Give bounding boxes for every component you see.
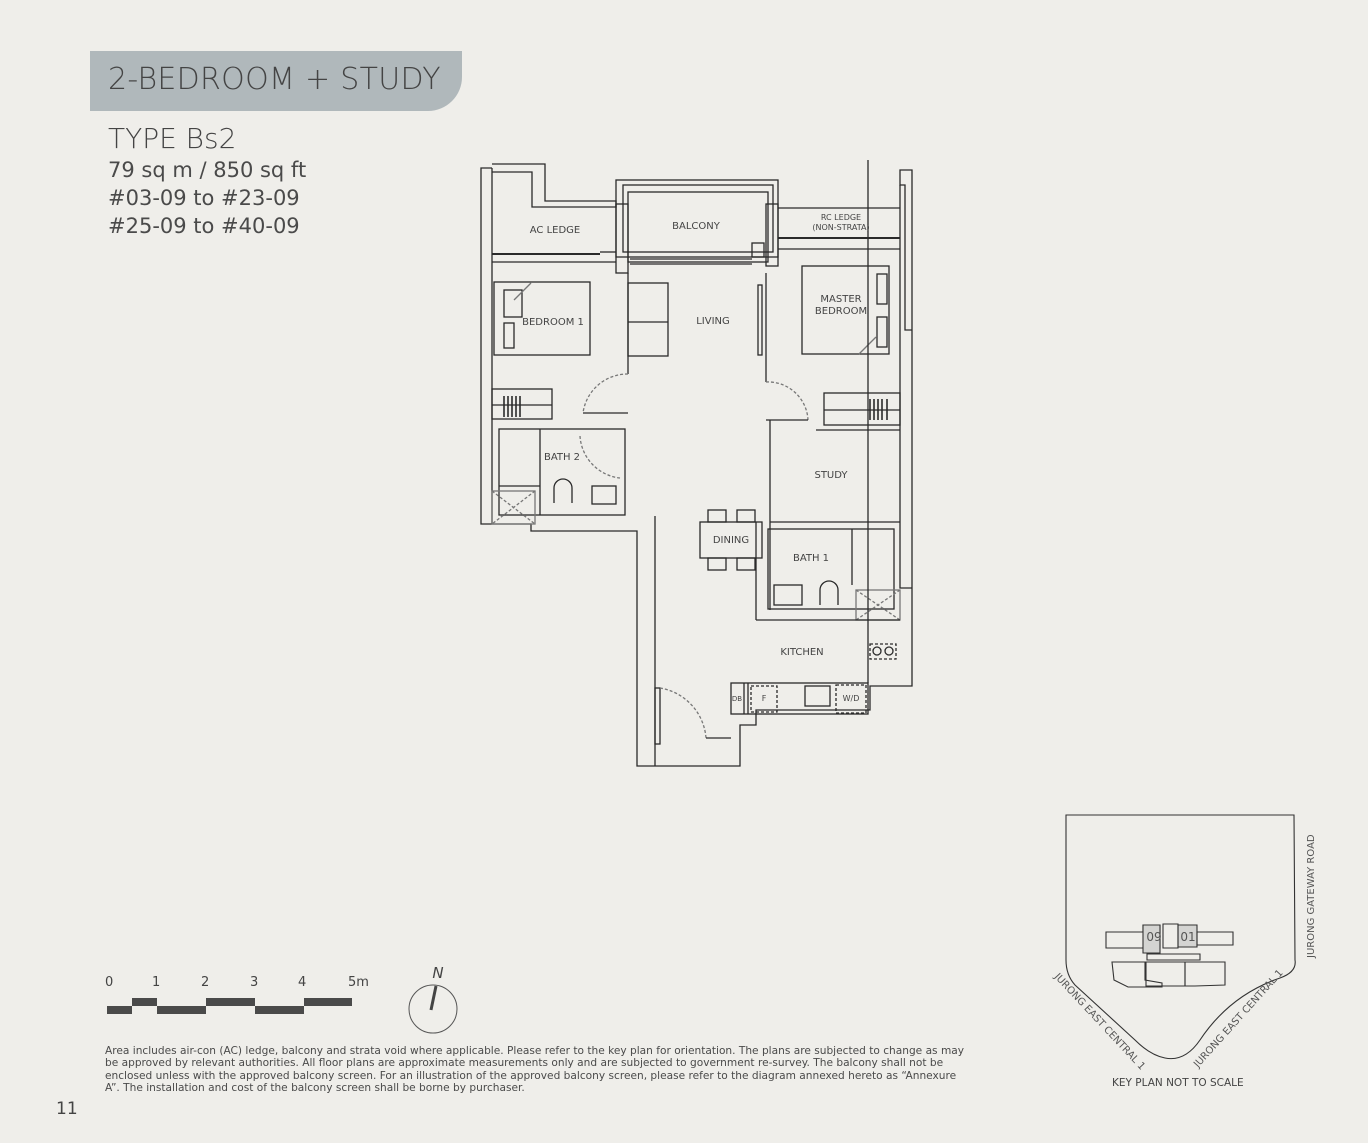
- road-jurong-gateway: JURONG GATEWAY ROAD: [1306, 834, 1317, 959]
- scale-label-4: 4: [298, 975, 307, 990]
- label-ac-ledge: AC LEDGE: [530, 225, 580, 236]
- label-living: LIVING: [696, 316, 730, 327]
- unit-info: TYPE Bs2 79 sq m / 850 sq ft #03-09 to #…: [108, 122, 306, 240]
- scale-label-2: 2: [201, 975, 210, 990]
- key-plan-unit-01: 01: [1180, 930, 1195, 944]
- scale-bar: 0 1 2 3 4 5m: [100, 975, 380, 1014]
- north-compass: N: [405, 962, 465, 1041]
- scale-label-1: 1: [152, 975, 161, 990]
- unit-range-2: #25-09 to #40-09: [108, 214, 300, 238]
- label-washer-dryer: W/D: [843, 694, 860, 703]
- label-bedroom-1: BEDROOM 1: [522, 317, 584, 328]
- scale-label-5: 5m: [348, 975, 369, 990]
- key-plan-caption: KEY PLAN NOT TO SCALE: [1112, 1077, 1244, 1089]
- unit-category-banner: 2-BEDROOM + STUDY: [90, 51, 462, 111]
- north-arrow-icon: [429, 985, 438, 1011]
- label-balcony: BALCONY: [672, 221, 721, 232]
- label-rc-ledge-sub: (NON-STRATA): [812, 223, 869, 232]
- label-rc-ledge: RC LEDGE: [821, 213, 861, 222]
- label-master-bedroom-2: BEDROOM: [815, 306, 867, 317]
- label-kitchen: KITCHEN: [780, 647, 823, 658]
- scale-label-3: 3: [250, 975, 259, 990]
- key-plan: 09 01 JURONG GATEWAY ROAD JURONG EAST CE…: [1050, 800, 1330, 1084]
- label-bath-2: BATH 2: [544, 452, 580, 463]
- key-plan-unit-09: 09: [1146, 930, 1161, 944]
- scale-bar-graphic: [107, 998, 352, 1014]
- road-jurong-east-central-right: JURONG EAST CENTRAL 1: [1191, 968, 1285, 1071]
- label-dining: DINING: [713, 535, 749, 546]
- compass-n-label: N: [432, 964, 443, 982]
- label-bath-1: BATH 1: [793, 553, 829, 564]
- disclaimer-text: Area includes air-con (AC) ledge, balcon…: [105, 1045, 965, 1095]
- scale-label-0: 0: [105, 975, 114, 990]
- road-jurong-east-central-left: JURONG EAST CENTRAL 1: [1051, 971, 1147, 1073]
- floor-plan: AC LEDGE BALCONY RC LEDGE (NON-STRATA) B…: [470, 0, 920, 784]
- label-db: DB: [732, 695, 742, 703]
- unit-type: TYPE Bs2: [108, 122, 237, 155]
- unit-range-1: #03-09 to #23-09: [108, 186, 300, 210]
- unit-area: 79 sq m / 850 sq ft: [108, 158, 307, 182]
- page-number: 11: [56, 1099, 78, 1119]
- label-study: STUDY: [814, 470, 848, 481]
- label-fridge: F: [762, 694, 767, 703]
- label-master-bedroom: MASTER: [820, 294, 861, 305]
- banner-title: 2-BEDROOM + STUDY: [108, 62, 441, 97]
